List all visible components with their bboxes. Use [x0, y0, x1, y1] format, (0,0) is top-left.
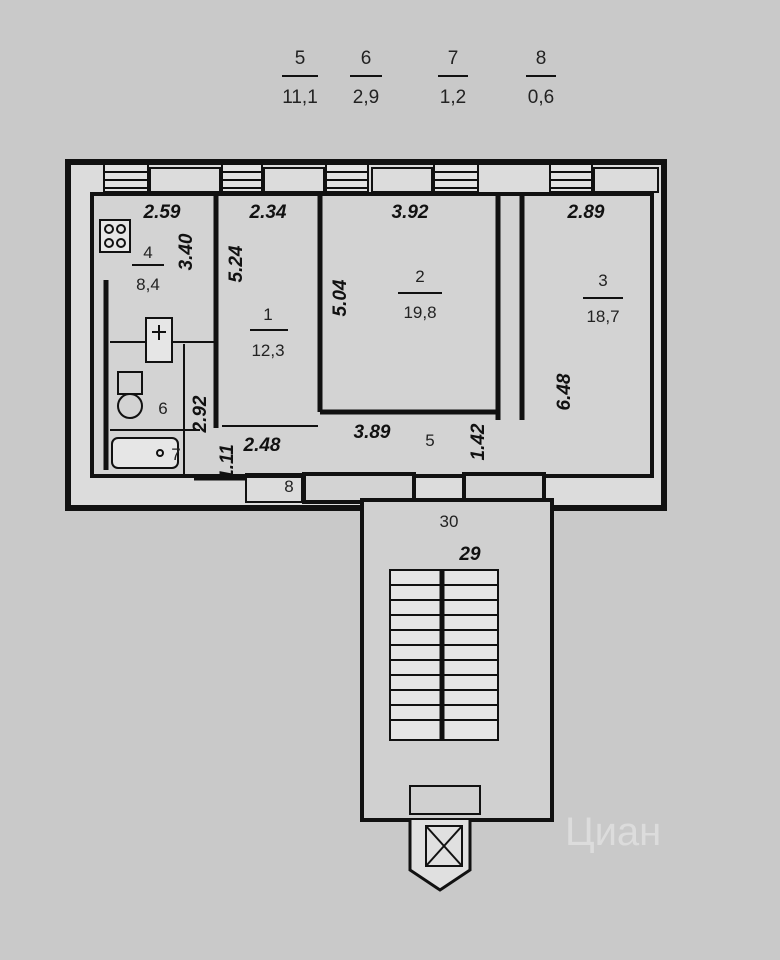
window [103, 163, 149, 193]
window [549, 163, 593, 193]
room-label-2: 2 19,8 [398, 267, 442, 322]
svg-text:8: 8 [536, 48, 547, 69]
legend-item: 7 1,2 [438, 48, 468, 108]
dimension-label: 5.04 [330, 279, 351, 316]
dimension-label: 2.34 [249, 202, 287, 223]
dimension-label: 2.48 [243, 435, 281, 456]
dimension-label: 2.59 [143, 202, 181, 223]
watermark: Циан [565, 810, 661, 854]
svg-text:5: 5 [295, 48, 306, 69]
dimension-label: 3.40 [176, 233, 197, 270]
dimension-label: 1.42 [468, 423, 489, 460]
svg-text:2,9: 2,9 [353, 87, 379, 108]
svg-text:7: 7 [448, 48, 459, 69]
svg-text:1: 1 [263, 305, 272, 324]
room-label-3: 3 18,7 [583, 271, 623, 326]
dimension-label: 3.92 [392, 202, 429, 223]
room-label-7: 7 [171, 445, 180, 464]
dimension-label: 30 [440, 512, 459, 531]
dimension-label: 2.89 [567, 202, 605, 223]
svg-text:11,1: 11,1 [282, 87, 318, 108]
sink-icon [145, 317, 173, 363]
svg-text:1,2: 1,2 [440, 87, 466, 108]
dimension-label: 5.24 [226, 245, 247, 282]
svg-text:8,4: 8,4 [136, 275, 160, 294]
room-label-4: 4 8,4 [132, 243, 164, 294]
legend-item: 6 2,9 [350, 48, 382, 108]
svg-text:19,8: 19,8 [403, 303, 436, 322]
legend-item: 5 11,1 [282, 48, 318, 108]
dimension-label: 2.92 [190, 395, 211, 433]
window [325, 163, 369, 193]
bathtub-icon [111, 437, 179, 469]
window [221, 163, 263, 193]
room-label-1: 1 12,3 [250, 305, 288, 360]
dimension-labels: 2.59 3.40 2.34 5.24 3.92 5.04 2.89 6.48 … [143, 202, 605, 565]
svg-text:18,7: 18,7 [586, 307, 619, 326]
svg-text:3: 3 [598, 271, 607, 290]
svg-text:12,3: 12,3 [251, 341, 284, 360]
toilet-icon [117, 371, 143, 419]
svg-text:0,6: 0,6 [528, 87, 554, 108]
svg-text:4: 4 [143, 243, 152, 262]
room-label-6: 6 [158, 399, 167, 418]
svg-text:6: 6 [361, 48, 372, 69]
staircase [360, 498, 554, 892]
dimension-label: 3.89 [354, 422, 391, 443]
dimension-label: 29 [458, 544, 481, 565]
legend-item: 8 0,6 [526, 48, 556, 108]
dimension-label: 6.48 [554, 373, 575, 410]
dimension-label: 1.11 [217, 444, 238, 480]
area-legend: 5 11,1 6 2,9 7 1,2 8 0,6 [282, 48, 556, 108]
kitchen-stove-icon [99, 219, 131, 253]
room-label-8: 8 [284, 477, 293, 496]
svg-text:2: 2 [415, 267, 424, 286]
window [433, 163, 479, 193]
room-label-5: 5 [425, 431, 434, 450]
